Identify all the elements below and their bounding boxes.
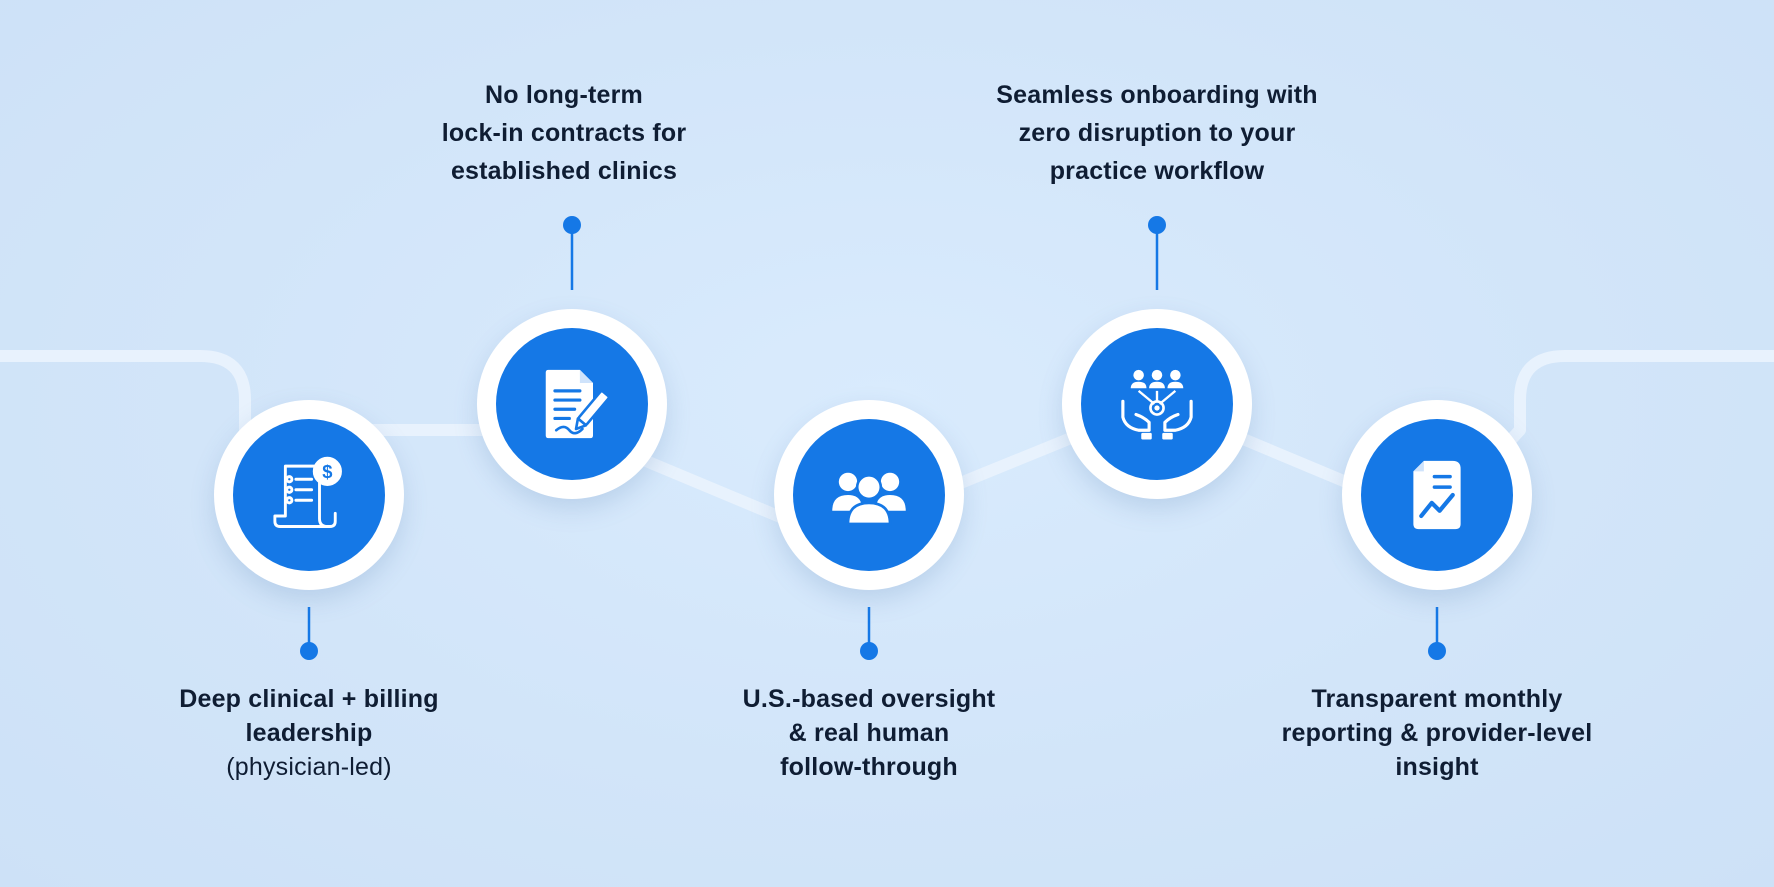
step-3-badge: [793, 419, 945, 571]
step-1-line-1: Deep clinical + billing: [179, 685, 439, 713]
step-1-line-2: leadership: [245, 719, 373, 747]
step-4-text: Seamless onboarding with zero disruption…: [967, 76, 1347, 190]
step-1-node: $: [214, 400, 404, 590]
step-4-line-3: practice workflow: [1049, 157, 1265, 185]
step-3-line-1: U.S.-based oversight: [742, 685, 996, 713]
report-chart-icon: [1413, 460, 1461, 530]
step-5-badge: [1361, 419, 1513, 571]
hands-team-network-icon: [1121, 369, 1193, 440]
step-5-line-2: reporting & provider-level: [1281, 719, 1593, 747]
step-1-text: Deep clinical + billing leadership (phys…: [119, 682, 499, 784]
step-3-text: U.S.-based oversight & real human follow…: [679, 682, 1059, 784]
stem-dots: [300, 216, 1446, 660]
step-2-text: No long-term lock-in contracts for estab…: [374, 76, 754, 190]
step-5-node: [1342, 400, 1532, 590]
svg-text:$: $: [322, 461, 332, 482]
step-5-line-3: insight: [1395, 753, 1479, 781]
step-5-line-1: Transparent monthly: [1311, 685, 1563, 713]
step-3-line-2: & real human: [788, 719, 950, 747]
step-3-line-3: follow-through: [780, 753, 958, 781]
step-5-text: Transparent monthly reporting & provider…: [1247, 682, 1627, 784]
contract-signing-icon: [545, 369, 611, 439]
step-2-line-3: established clinics: [450, 157, 678, 185]
step-1-subtitle: (physician-led): [226, 753, 392, 781]
step-2-line-2: lock-in contracts for: [441, 119, 687, 147]
step-2-badge: [496, 328, 648, 480]
step-4-node: [1062, 309, 1252, 499]
step-4-line-2: zero disruption to your: [1018, 119, 1296, 147]
step-4-badge: [1081, 328, 1233, 480]
step-4-line-1: Seamless onboarding with: [996, 81, 1318, 109]
team-people-icon: [832, 472, 906, 526]
step-1-badge: $: [233, 419, 385, 571]
invoice-dollar-icon: $: [273, 456, 342, 528]
step-2-line-1: No long-term: [485, 81, 643, 109]
step-3-node: [774, 400, 964, 590]
step-2-node: [477, 309, 667, 499]
